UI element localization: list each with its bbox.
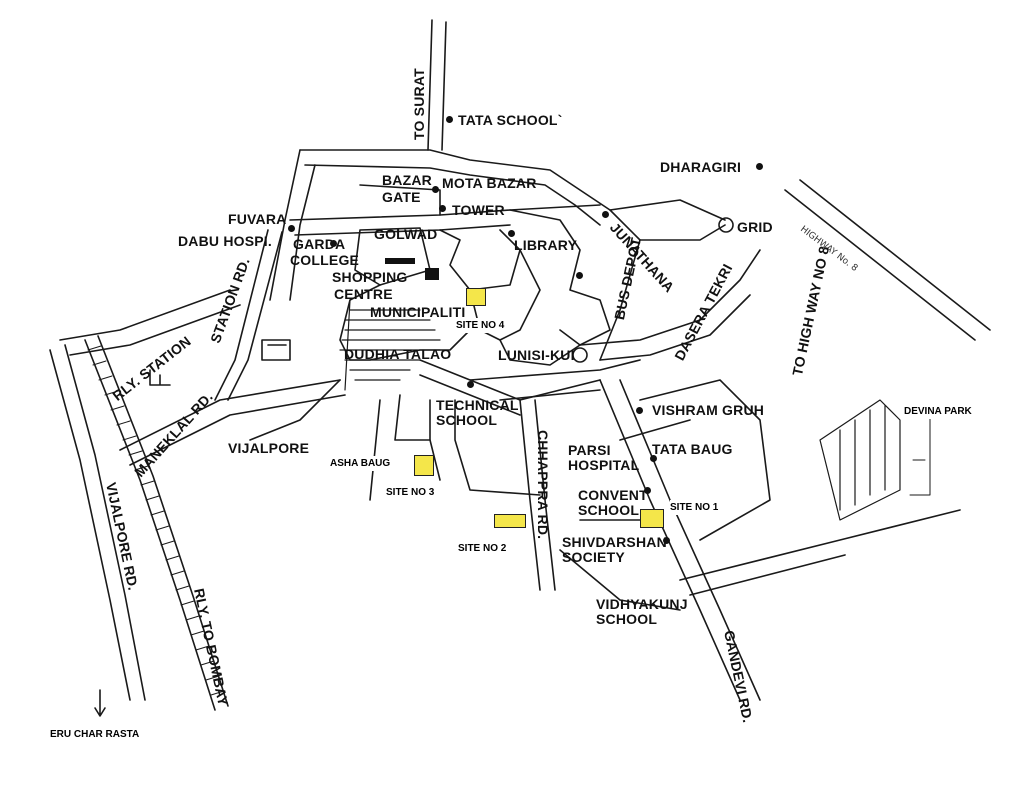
label-centre: CENTRE: [334, 286, 393, 302]
annotation-devina-park: DEVINA PARK: [904, 404, 972, 419]
annotation-asha-baug: ASHA BAUG: [330, 456, 391, 471]
site-1-marker[interactable]: [640, 509, 664, 528]
label-bazar: BAZAR: [382, 172, 432, 188]
label-vijalpore: VIJALPORE: [228, 440, 310, 456]
label-municipaliti: MUNICIPALITI: [370, 304, 466, 320]
label-garda: GARDA: [293, 236, 346, 252]
road-chhappra: [519, 399, 556, 591]
label-school-vidhyakunj: SCHOOL: [596, 611, 658, 627]
label-hospital: HOSPITAL: [568, 457, 640, 473]
road-gandevi: [599, 379, 761, 701]
label-fuvara: FUVARA: [228, 211, 287, 227]
label-dudhia-talao: DUDHIA TALAO: [344, 346, 452, 362]
dharagiri-marker: [756, 163, 763, 170]
label-convent: CONVENT: [578, 487, 648, 503]
tata-baug-marker: [650, 455, 657, 462]
label-vidhyakunj: VIDHYAKUNJ: [596, 596, 688, 612]
label-library: LIBRARY: [514, 237, 578, 253]
library-marker: [508, 230, 515, 237]
label-vishram-gruh: VISHRAM GRUH: [652, 402, 765, 418]
technical-school-marker: [467, 381, 474, 388]
bus-depot-marker: [602, 211, 609, 218]
site-3-marker[interactable]: [414, 455, 434, 476]
label-tata-school: TATA SCHOOL`: [458, 112, 563, 128]
site-2-marker[interactable]: [494, 514, 526, 528]
road-to-surat: [427, 19, 447, 151]
label-school-convent: SCHOOL: [578, 502, 640, 518]
shivdarshan-marker: [663, 537, 670, 544]
label-mota-bazar: MOTA BAZAR: [442, 175, 537, 191]
highway-8: [784, 179, 991, 341]
label-golwad: GOLWAD: [374, 226, 438, 242]
road-north-loop: [299, 149, 641, 241]
label-dabu-hospi: DABU HOSPI.: [178, 233, 272, 249]
label-lunisi-kui: LUNISI-KUI: [498, 347, 575, 363]
site-4-marker[interactable]: [466, 288, 486, 306]
road-station: [214, 229, 283, 401]
label-grid: GRID: [737, 219, 773, 235]
road-vijalpore: [49, 344, 146, 701]
bazar-gate-marker: [432, 186, 439, 193]
tata-school-marker: [446, 116, 453, 123]
fuvara-marker: [288, 225, 295, 232]
road-maneklal: [119, 379, 346, 466]
bus-depot-point: [576, 272, 583, 279]
road-dasera: [579, 249, 761, 361]
label-shivdarshan: SHIVDARSHAN: [562, 534, 667, 550]
label-gate: GATE: [382, 189, 421, 205]
label-shopping: SHOPPING: [332, 269, 408, 285]
label-chhappra-rd: CHHAPPRA RD.: [535, 430, 551, 540]
label-to-surat: TO SURAT: [411, 68, 427, 140]
annotation-site-2: SITE NO 2: [458, 541, 507, 556]
shopping-centre-bar: [385, 258, 415, 264]
shopping-centre-block: [425, 268, 439, 280]
label-tower: TOWER: [452, 202, 505, 218]
label-college: COLLEGE: [290, 252, 360, 268]
annotation-site-3: SITE NO 3: [386, 485, 435, 500]
annotation-eru-char-rasta: ERU CHAR RASTA: [50, 727, 140, 742]
label-technical: TECHNICAL: [436, 397, 519, 413]
label-parsi: PARSI: [568, 442, 611, 458]
label-tata-baug: TATA BAUG: [652, 441, 733, 457]
label-school-tech: SCHOOL: [436, 412, 498, 428]
garda-college-marker: [330, 240, 337, 247]
convent-school-marker: [644, 487, 651, 494]
tower-marker: [439, 205, 446, 212]
label-society: SOCIETY: [562, 549, 625, 565]
label-dharagiri: DHARAGIRI: [660, 159, 742, 175]
annotation-site-4: SITE NO 4: [456, 318, 505, 333]
vishram-gruh-marker: [636, 407, 643, 414]
annotation-site-1: SITE NO 1: [670, 500, 719, 515]
